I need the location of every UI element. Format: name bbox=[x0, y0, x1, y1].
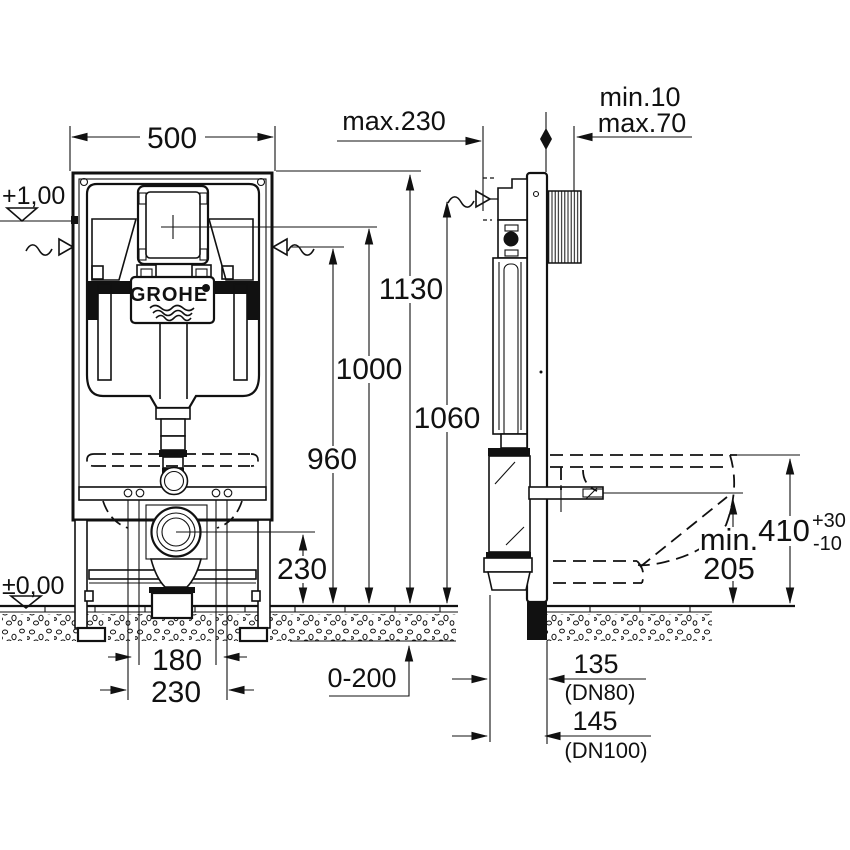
wall-anchor-block bbox=[547, 190, 582, 264]
front-lower-assembly bbox=[78, 466, 315, 700]
dim-outlet-dn80-note: (DN80) bbox=[565, 680, 636, 705]
drain-column bbox=[488, 455, 531, 553]
dimensions: 500 max.230 min.10 max.70 1130 1000 960 … bbox=[69, 82, 846, 763]
brand-plate: GROHE bbox=[130, 275, 216, 325]
datum-level-top: +1,00 bbox=[0, 182, 78, 224]
wall-datum-diamond-icon bbox=[540, 128, 552, 150]
frame-foot-left bbox=[76, 626, 107, 643]
frame-foot-right bbox=[238, 626, 269, 643]
dim-center-height: 1000 bbox=[336, 353, 403, 386]
flush-plate-opening bbox=[91, 184, 234, 282]
dim-outlet-dn80: 135 bbox=[573, 649, 618, 679]
tank-rib-left bbox=[97, 283, 112, 381]
front-view-cistern bbox=[85, 182, 261, 474]
bracket-bolt-icon bbox=[503, 231, 519, 247]
datum-triangle-icon bbox=[8, 595, 44, 610]
dim-outlet-dn100: 145 bbox=[572, 706, 617, 736]
screed-hatch bbox=[2, 614, 456, 641]
level-top-label: +1,00 bbox=[2, 182, 65, 210]
corner-screw-icon bbox=[79, 177, 89, 187]
logo-wave-icon bbox=[149, 304, 195, 312]
side-top-step bbox=[497, 178, 528, 221]
side-view-cistern bbox=[483, 257, 743, 640]
dim-floor-buildup: 0-200 bbox=[327, 663, 396, 693]
dim-actuation-height: 960 bbox=[307, 443, 357, 476]
tank-insert-left bbox=[91, 218, 138, 281]
dim-bend-height: 1060 bbox=[414, 402, 481, 435]
dim-outlet-dn100-note: (DN100) bbox=[564, 738, 647, 763]
floor-ticks-side bbox=[589, 606, 691, 612]
dim-max-depth: max.230 bbox=[342, 106, 446, 136]
dim-drain-height: 230 bbox=[277, 553, 327, 586]
drain-pipe-front bbox=[150, 591, 194, 620]
dim-outlet-min-label: min. bbox=[700, 522, 759, 557]
actuation-symbol-left bbox=[25, 237, 75, 257]
dim-total-height: 1130 bbox=[379, 273, 444, 306]
rail-foot bbox=[527, 602, 547, 640]
dim-wall-min: min.10 bbox=[599, 82, 680, 112]
dim-frame-width: 500 bbox=[147, 122, 197, 155]
dim-frame-span: 230 bbox=[151, 676, 201, 709]
corner-screw-icon bbox=[256, 177, 266, 187]
brand-logo: GROHE bbox=[130, 284, 208, 306]
registered-mark-icon bbox=[202, 284, 210, 292]
dim-rod-span: 180 bbox=[152, 644, 202, 677]
frame-leg-left bbox=[74, 519, 88, 629]
tank-insert-right bbox=[207, 218, 254, 281]
datum-triangle-icon bbox=[4, 207, 40, 223]
logo-wave-icon bbox=[152, 309, 193, 317]
bowl-outline-front bbox=[86, 453, 259, 529]
dim-outlet-min-value: 205 bbox=[703, 551, 755, 586]
floor-ticks bbox=[44, 606, 441, 612]
dim-bowl-tol-minus: -10 bbox=[813, 533, 842, 555]
actuation-symbol-right bbox=[271, 237, 315, 257]
tank-rib-right bbox=[233, 283, 248, 381]
logo-wave-icon bbox=[155, 314, 192, 322]
frame-leg-right bbox=[257, 519, 271, 629]
floor-front-section bbox=[0, 604, 458, 642]
dim-bowl-tol-plus: +30 bbox=[812, 510, 846, 532]
floor-side-section bbox=[545, 604, 795, 641]
seal-band bbox=[488, 448, 530, 456]
dim-bowl-height: 410 bbox=[758, 513, 810, 548]
drain-fitting bbox=[483, 557, 533, 573]
screed-hatch-side bbox=[546, 614, 712, 641]
datum-level-floor: ±0,00 bbox=[2, 572, 64, 610]
dim-wall-max: max.70 bbox=[598, 108, 687, 138]
